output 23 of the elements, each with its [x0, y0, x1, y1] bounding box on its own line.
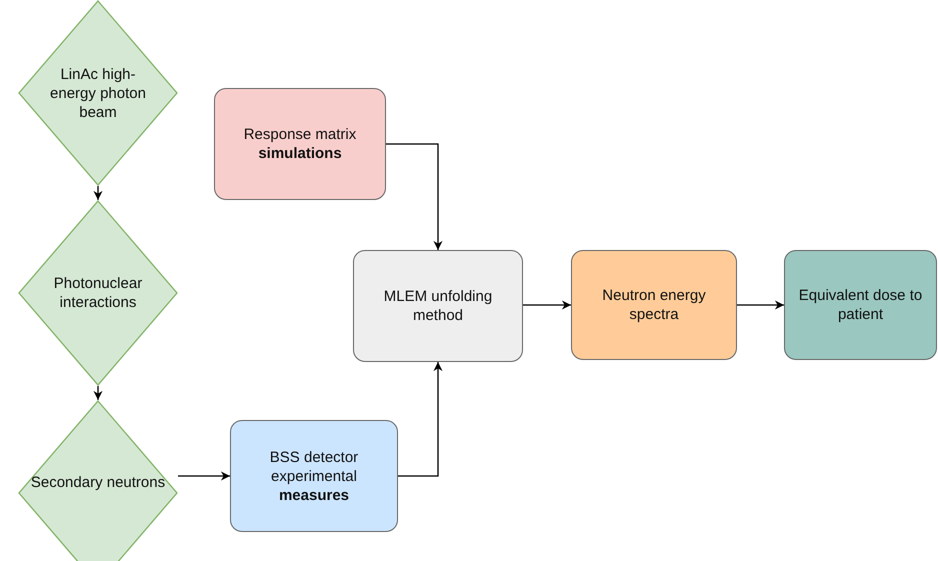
- arrow: [93, 386, 103, 400]
- node-label: Neutron energy spectra: [601, 286, 707, 324]
- arrow: [398, 362, 443, 477]
- arrow: [178, 471, 230, 481]
- process-box: [784, 250, 937, 360]
- arrow: [737, 300, 784, 310]
- arrow: [386, 143, 443, 250]
- node-label: LinAc high-energy photon beam: [49, 64, 147, 122]
- decision-diamond: [18, 0, 178, 186]
- decision-diamond: [18, 400, 178, 561]
- process-box: [230, 420, 398, 532]
- node-label: BSS detector experimental measures: [268, 448, 360, 504]
- arrow: [523, 300, 571, 310]
- process-box: [214, 88, 386, 200]
- node-label: Secondary neutrons: [30, 472, 166, 492]
- node-label: MLEM unfolding method: [382, 287, 494, 325]
- node-label: Photonuclear interactions: [52, 274, 144, 312]
- node-label: Equivalent dose to patient: [798, 286, 924, 324]
- process-box: [571, 250, 737, 360]
- decision-diamond: [18, 200, 178, 386]
- arrow: [93, 186, 103, 200]
- node-label: Response matrix simulations: [242, 125, 358, 163]
- process-box: [353, 250, 523, 362]
